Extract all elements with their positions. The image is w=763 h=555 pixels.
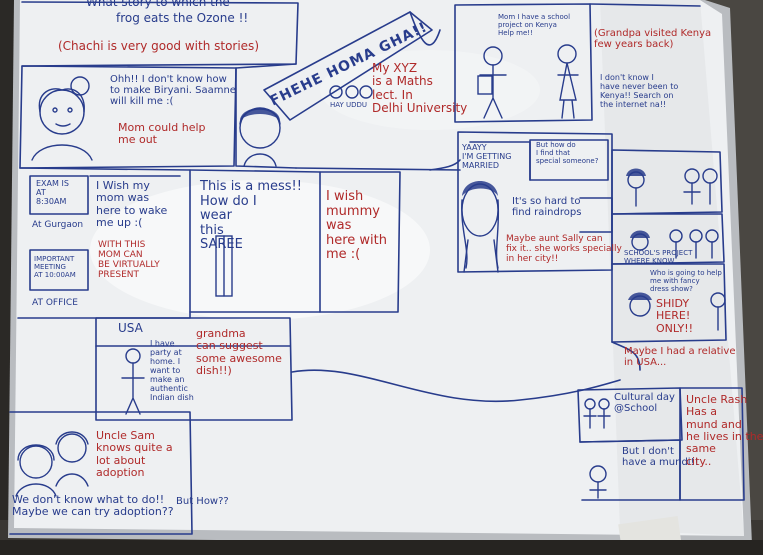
kenya-bubble2: I don't know I have never been to Kenya!… [600, 73, 679, 109]
usa-label: USA [118, 321, 143, 335]
uncle-bubble: But I don't have a mundi!! [622, 446, 699, 469]
right-small-a: SCHOOL'S PROJECT WHERE KNOW [624, 249, 693, 265]
exam-label1: At Gurgaon [32, 220, 84, 230]
married-red: Maybe aunt Sally can fix it.. she works … [506, 234, 622, 265]
maybe-relative: Maybe I had a relative in USA... [624, 346, 736, 369]
married-hard: It's so hard to find raindrops [512, 196, 582, 219]
kenya-red: (Grandpa visited Kenya few years back) [594, 28, 712, 51]
panel-borders [9, 1, 745, 535]
married-how: But how do I find that special someone? [536, 141, 599, 165]
sketch-figures [15, 44, 726, 499]
top-left-line1: What story to which the [86, 0, 230, 9]
usa-text: I have party at home. I want to make an … [150, 339, 194, 402]
hair-shading [240, 108, 652, 300]
adoption-red: Uncle Sam knows quite a lot about adopti… [96, 429, 173, 479]
adoption-blue2: But How?? [176, 496, 229, 507]
biryani-red: Mom could help me out [118, 121, 206, 147]
fanfare-red: My XYZ is a Maths lect. In Delhi Univers… [372, 61, 468, 116]
exam-red: WITH THIS MOM CAN BE VIRTUALLY PRESENT [98, 240, 160, 281]
usa-red: grandma can suggest some awesome dish!!) [196, 327, 282, 377]
fanfare-mini: HAY UDDU [330, 101, 368, 109]
uncle-cultural: Cultural day @School [614, 392, 675, 415]
biryani-text: Ohh!! I don't know how to make Biryani. … [110, 74, 236, 108]
kenya-bubble: Mom I have a school project on Kenya Hel… [498, 13, 571, 37]
right-small-c: SHIDY HERE! ONLY!! [656, 297, 694, 335]
saree-red: I wish mummy was here with me :( [326, 189, 388, 263]
exam-wish: I Wish my mom was here to wake me up :( [96, 179, 168, 229]
top-left-line2: frog eats the Ozone !! [116, 11, 249, 25]
adoption-blue: We don't know what to do!! Maybe we can … [12, 493, 174, 519]
top-left-red-note: (Chachi is very good with stories) [58, 39, 259, 53]
exam-box1: EXAM IS AT 8:30AM [36, 179, 69, 206]
saree-text: This is a mess!! How do I wear this SARE… [200, 179, 302, 253]
right-small-b: Who is going to help me with fancy dress… [650, 269, 722, 293]
exam-box2: IMPORTANT MEETING AT 10:00AM [34, 255, 76, 279]
uncle-red: Uncle Rash Has a mund and he lives in th… [686, 393, 763, 468]
married-yay: YAAYY I'M GETTING MARRIED [462, 143, 512, 170]
exam-label2: AT OFFICE [32, 298, 78, 308]
desk-clutter [0, 515, 763, 555]
